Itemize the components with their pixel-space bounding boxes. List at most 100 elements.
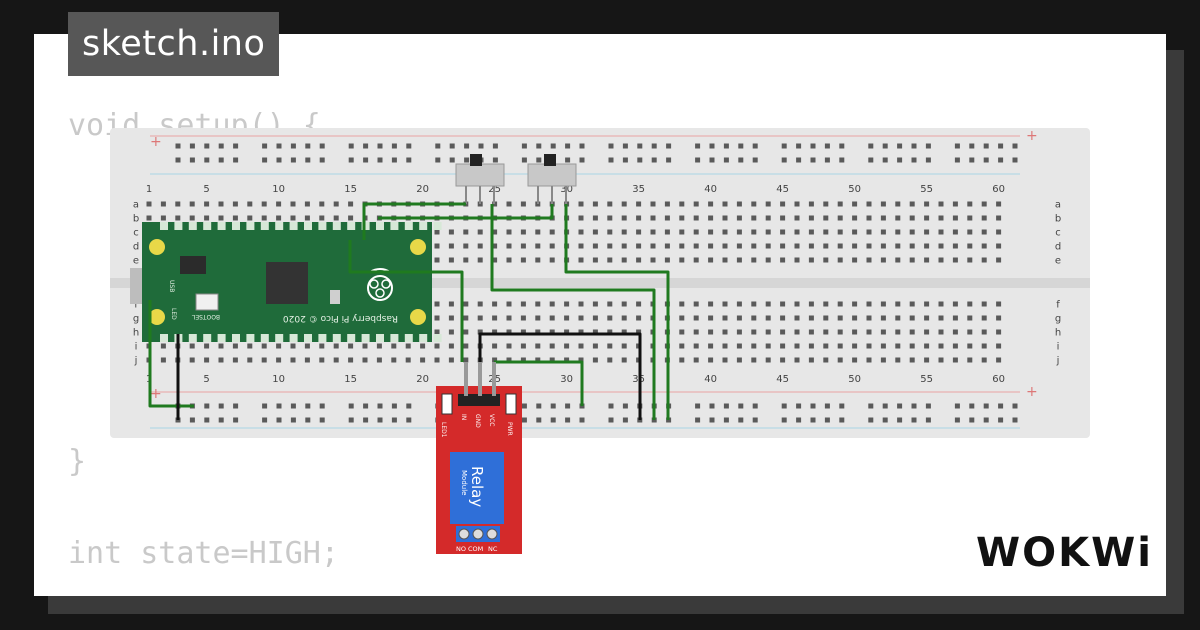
breadboard-hole[interactable] (969, 403, 975, 409)
breadboard-hole[interactable] (751, 329, 757, 335)
breadboard-hole[interactable] (651, 143, 657, 149)
breadboard-hole[interactable] (823, 343, 829, 349)
breadboard-hole[interactable] (636, 243, 642, 249)
breadboard-hole[interactable] (276, 215, 282, 221)
breadboard-hole[interactable] (909, 257, 915, 263)
breadboard-hole[interactable] (868, 143, 874, 149)
breadboard-hole[interactable] (866, 229, 872, 235)
breadboard-hole[interactable] (736, 201, 742, 207)
breadboard-hole[interactable] (722, 229, 728, 235)
breadboard-hole[interactable] (448, 329, 454, 335)
breadboard-hole[interactable] (305, 403, 311, 409)
breadboard-hole[interactable] (781, 403, 787, 409)
breadboard-hole[interactable] (405, 343, 411, 349)
breadboard-hole[interactable] (463, 357, 469, 363)
breadboard-hole[interactable] (535, 229, 541, 235)
breadboard-hole[interactable] (492, 257, 498, 263)
breadboard-hole[interactable] (578, 229, 584, 235)
breadboard-hole[interactable] (608, 417, 614, 423)
breadboard-hole[interactable] (752, 143, 758, 149)
breadboard-hole[interactable] (565, 143, 571, 149)
breadboard-hole[interactable] (722, 343, 728, 349)
breadboard-hole[interactable] (983, 403, 989, 409)
breadboard-hole[interactable] (909, 215, 915, 221)
breadboard-hole[interactable] (823, 315, 829, 321)
breadboard-hole[interactable] (333, 201, 339, 207)
breadboard-hole[interactable] (406, 417, 412, 423)
breadboard-hole[interactable] (808, 315, 814, 321)
breadboard-hole[interactable] (998, 157, 1004, 163)
breadboard-hole[interactable] (549, 301, 555, 307)
breadboard-hole[interactable] (765, 229, 771, 235)
breadboard-hole[interactable] (348, 157, 354, 163)
breadboard-hole[interactable] (895, 229, 901, 235)
breadboard-hole[interactable] (852, 301, 858, 307)
breadboard-hole[interactable] (938, 357, 944, 363)
breadboard-hole[interactable] (765, 315, 771, 321)
breadboard-hole[interactable] (983, 143, 989, 149)
breadboard-hole[interactable] (492, 357, 498, 363)
breadboard-hole[interactable] (391, 357, 397, 363)
breadboard-hole[interactable] (636, 201, 642, 207)
breadboard-hole[interactable] (305, 417, 311, 423)
breadboard-hole[interactable] (521, 143, 527, 149)
breadboard-hole[interactable] (967, 343, 973, 349)
breadboard-hole[interactable] (492, 143, 498, 149)
breadboard-hole[interactable] (578, 329, 584, 335)
breadboard-hole[interactable] (796, 403, 802, 409)
breadboard-hole[interactable] (592, 215, 598, 221)
breadboard-hole[interactable] (204, 417, 210, 423)
breadboard-hole[interactable] (880, 215, 886, 221)
breadboard-hole[interactable] (736, 315, 742, 321)
breadboard-hole[interactable] (363, 157, 369, 163)
breadboard-hole[interactable] (996, 257, 1002, 263)
breadboard-hole[interactable] (736, 215, 742, 221)
breadboard-hole[interactable] (463, 343, 469, 349)
breadboard-hole[interactable] (434, 357, 440, 363)
breadboard-hole[interactable] (823, 243, 829, 249)
breadboard-hole[interactable] (998, 143, 1004, 149)
breadboard-hole[interactable] (738, 157, 744, 163)
breadboard-hole[interactable] (780, 329, 786, 335)
breadboard-hole[interactable] (592, 301, 598, 307)
breadboard-hole[interactable] (535, 343, 541, 349)
breadboard-hole[interactable] (981, 343, 987, 349)
breadboard-hole[interactable] (535, 315, 541, 321)
breadboard-hole[interactable] (506, 343, 512, 349)
breadboard-hole[interactable] (477, 301, 483, 307)
breadboard-hole[interactable] (852, 315, 858, 321)
breadboard-hole[interactable] (406, 157, 412, 163)
breadboard-hole[interactable] (506, 315, 512, 321)
breadboard-hole[interactable] (261, 357, 267, 363)
breadboard-hole[interactable] (204, 343, 210, 349)
breadboard-hole[interactable] (924, 229, 930, 235)
breadboard-hole[interactable] (607, 243, 613, 249)
breadboard-hole[interactable] (276, 157, 282, 163)
breadboard-hole[interactable] (492, 329, 498, 335)
breadboard-hole[interactable] (866, 357, 872, 363)
breadboard-hole[interactable] (781, 143, 787, 149)
breadboard-hole[interactable] (897, 417, 903, 423)
breadboard-hole[interactable] (218, 157, 224, 163)
breadboard-hole[interactable] (535, 243, 541, 249)
breadboard-hole[interactable] (981, 229, 987, 235)
breadboard-hole[interactable] (794, 301, 800, 307)
breadboard-hole[interactable] (996, 243, 1002, 249)
breadboard-hole[interactable] (204, 403, 210, 409)
breadboard-hole[interactable] (564, 357, 570, 363)
breadboard-hole[interactable] (708, 201, 714, 207)
breadboard-hole[interactable] (218, 143, 224, 149)
breadboard-hole[interactable] (506, 243, 512, 249)
breadboard-hole[interactable] (794, 315, 800, 321)
breadboard-hole[interactable] (290, 201, 296, 207)
breadboard-hole[interactable] (536, 143, 542, 149)
breadboard-hole[interactable] (607, 357, 613, 363)
breadboard-hole[interactable] (621, 329, 627, 335)
breadboard-hole[interactable] (882, 417, 888, 423)
breadboard-hole[interactable] (723, 403, 729, 409)
breadboard-hole[interactable] (319, 215, 325, 221)
breadboard-hole[interactable] (621, 229, 627, 235)
breadboard-hole[interactable] (448, 243, 454, 249)
breadboard-hole[interactable] (261, 215, 267, 221)
breadboard-hole[interactable] (996, 315, 1002, 321)
